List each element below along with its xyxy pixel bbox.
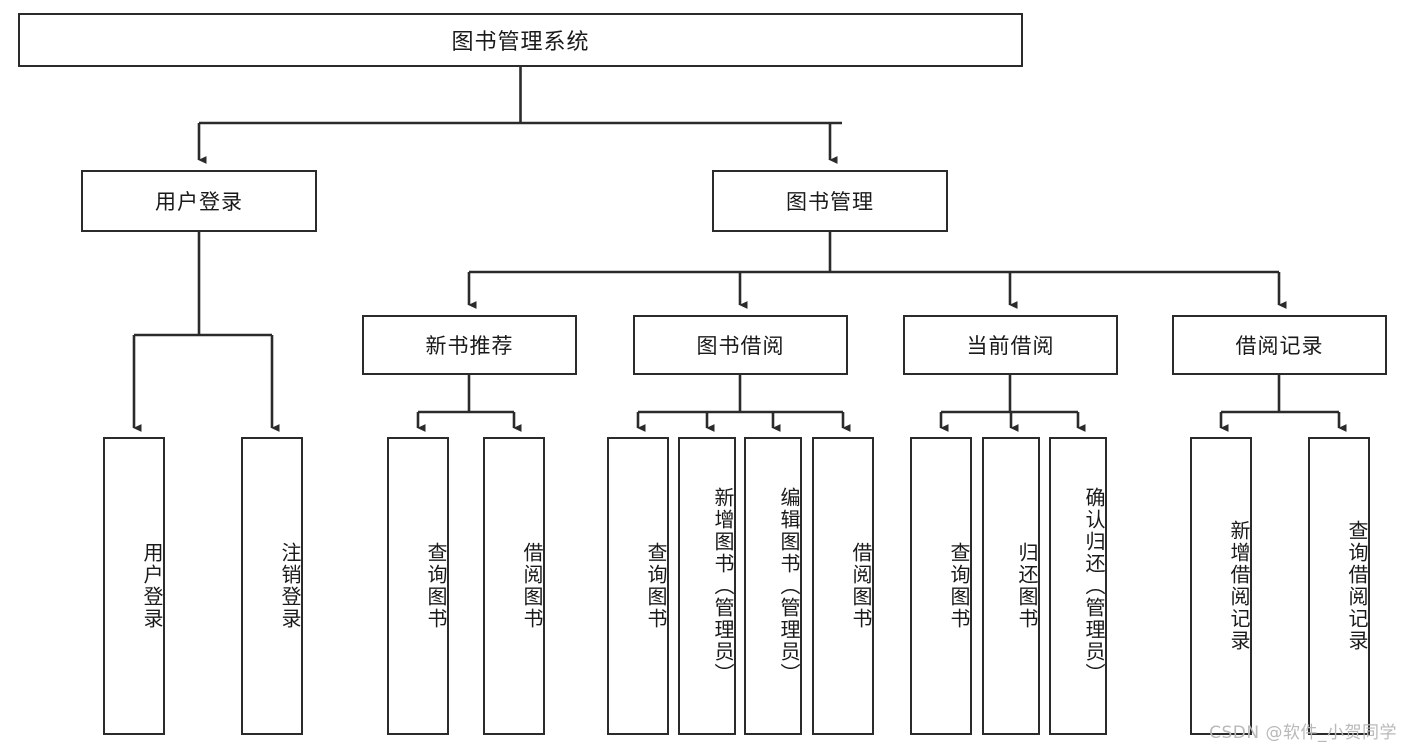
leaf-return-book[interactable]: 归还图书 <box>982 437 1040 735</box>
leaf-edit-book-admin[interactable]: 编辑图书（管理员） <box>744 437 802 735</box>
node-root-system[interactable]: 图书管理系统 <box>18 13 1023 67</box>
leaf-add-book-admin[interactable]: 新增图书（管理员） <box>678 437 736 735</box>
leaf-borrow-book[interactable]: 借阅图书 <box>812 437 874 735</box>
node-user-login[interactable]: 用户登录 <box>81 170 317 232</box>
leaf-query-book-newbook[interactable]: 查询图书 <box>387 437 449 735</box>
leaf-query-book-current[interactable]: 查询图书 <box>910 437 972 735</box>
leaf-confirm-return-admin[interactable]: 确认归还（管理员） <box>1049 437 1107 735</box>
leaf-add-borrow-record[interactable]: 新增借阅记录 <box>1190 437 1252 735</box>
leaf-query-borrow-record[interactable]: 查询借阅记录 <box>1308 437 1370 735</box>
node-book-borrow[interactable]: 图书借阅 <box>633 315 848 375</box>
watermark-text: CSDN @软件_小贺同学 <box>1209 723 1397 743</box>
node-new-book-recommend[interactable]: 新书推荐 <box>362 315 577 375</box>
node-current-borrow[interactable]: 当前借阅 <box>903 315 1118 375</box>
node-borrow-records[interactable]: 借阅记录 <box>1172 315 1387 375</box>
leaf-user-login[interactable]: 用户登录 <box>103 437 165 735</box>
leaf-user-logout[interactable]: 注销登录 <box>241 437 303 735</box>
leaf-borrow-book-newbook[interactable]: 借阅图书 <box>483 437 545 735</box>
node-book-management[interactable]: 图书管理 <box>712 170 948 232</box>
leaf-query-book-borrow[interactable]: 查询图书 <box>607 437 669 735</box>
